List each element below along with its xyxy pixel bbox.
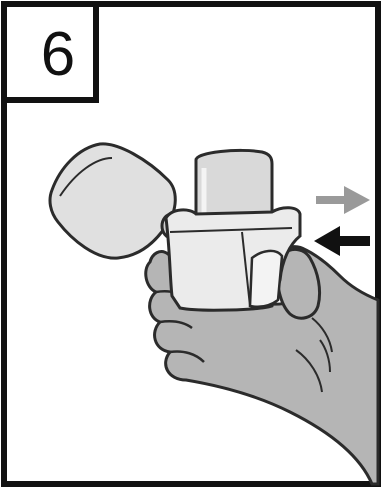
outward-arrow [316,186,370,214]
lever [250,251,282,307]
open-cap [50,144,175,258]
mouthpiece [196,150,272,219]
push-arrow [314,226,370,256]
step-number: 6 [26,18,90,92]
